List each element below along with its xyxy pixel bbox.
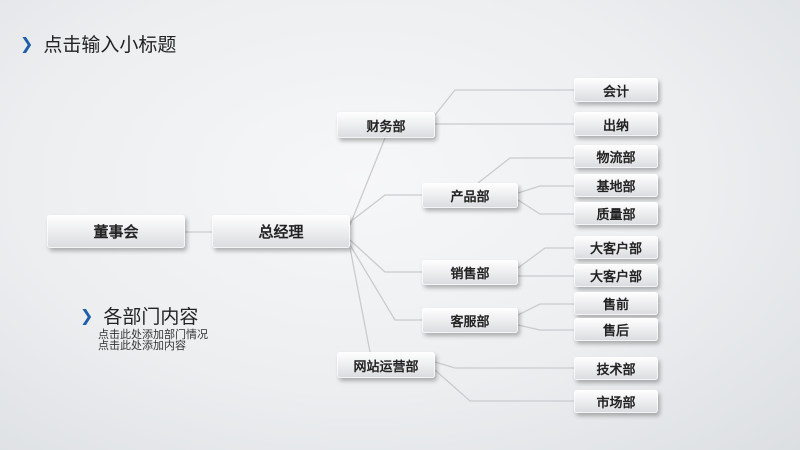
- org-node-dept[interactable]: 网站运营部: [337, 352, 435, 378]
- line-product-jidi: [517, 185, 574, 194]
- line-gm-web: [349, 247, 371, 353]
- org-node-dept[interactable]: 客服部: [422, 308, 518, 333]
- line-sales-1: [517, 247, 574, 269]
- org-node-unit[interactable]: 会计: [574, 78, 658, 102]
- line-product-wuliu: [477, 157, 574, 184]
- chevron-right-icon: ❯: [80, 306, 94, 325]
- org-node-unit[interactable]: 市场部: [574, 390, 658, 413]
- org-node-unit[interactable]: 大客户部: [574, 236, 658, 259]
- section-heading-text: 各部门内容: [103, 306, 199, 328]
- section-heading: ❯ 各部门内容: [80, 302, 208, 329]
- line-gm-sales: [349, 239, 422, 273]
- org-node-unit[interactable]: 售后: [574, 318, 658, 341]
- org-node-dept[interactable]: 财务部: [337, 112, 435, 138]
- line-product-zhiliang: [517, 199, 574, 215]
- org-node-unit[interactable]: 基地部: [574, 174, 658, 197]
- slide-title-text: 点击输入小标题: [43, 34, 177, 56]
- section-content: ❯ 各部门内容 点击此处添加部门情况 点击此处添加内容: [80, 302, 208, 351]
- line-gm-service: [349, 244, 422, 321]
- org-node-unit[interactable]: 售前: [574, 292, 658, 315]
- org-node-unit[interactable]: 大客户部: [574, 264, 658, 287]
- line-finance-kuaiji: [434, 89, 574, 116]
- org-node-gm[interactable]: 总经理: [212, 215, 350, 248]
- org-node-unit[interactable]: 技术部: [574, 357, 658, 380]
- slide-title: ❯ 点击输入小标题: [20, 30, 176, 57]
- line-gm-finance: [349, 137, 386, 226]
- chevron-right-icon: ❯: [20, 34, 34, 53]
- org-node-dept[interactable]: 产品部: [422, 183, 518, 208]
- line-service-2: [517, 324, 574, 331]
- line-service-1: [517, 303, 574, 316]
- org-node-unit[interactable]: 物流部: [574, 145, 658, 168]
- org-node-unit[interactable]: 出纳: [574, 112, 658, 136]
- org-node-unit[interactable]: 质量部: [574, 202, 658, 225]
- line-gm-product: [349, 194, 422, 223]
- line-web-2: [434, 369, 574, 402]
- org-node-board[interactable]: 董事会: [47, 215, 185, 248]
- line-web-1: [434, 361, 574, 369]
- section-line[interactable]: 点击此处添加内容: [98, 339, 186, 352]
- section-line[interactable]: 点击此处添加部门情况: [98, 328, 208, 341]
- org-node-dept[interactable]: 销售部: [422, 260, 518, 285]
